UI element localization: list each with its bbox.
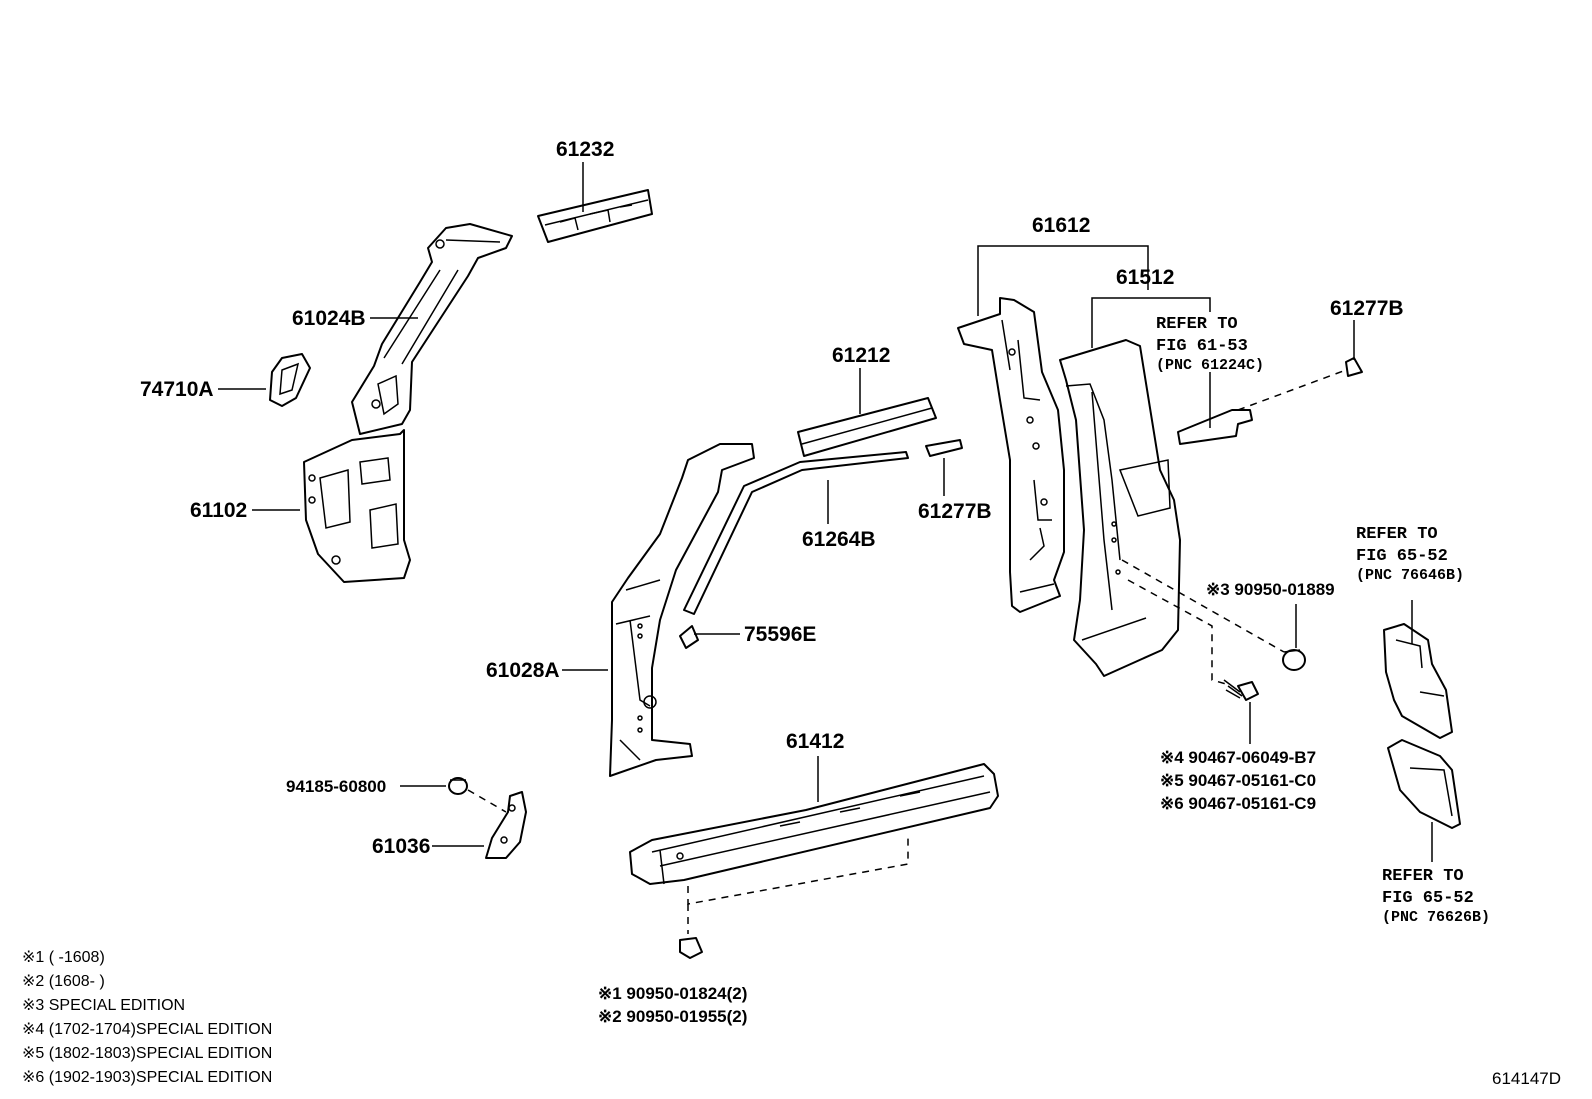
label-90467-05161-c0: ※5 90467-05161-C0 (1160, 771, 1316, 790)
label-74710a: 74710A (140, 378, 214, 401)
dash-plug-90950-01889 (1121, 559, 1285, 653)
refer-fig-65-52-b-drawing (1387, 739, 1461, 829)
dash-61277b-right (1237, 369, 1347, 411)
leader-61612 (977, 245, 1149, 316)
label-90950-01824: ※1 90950-01824(2) (598, 984, 747, 1003)
refer-65-52-b-line3: (PNC 76626B) (1382, 909, 1490, 926)
label-61036: 61036 (372, 835, 430, 858)
label-94185-60800: 94185-60800 (286, 777, 386, 796)
label-61264b: 61264B (802, 528, 876, 551)
refer-65-52-a-line1: REFER TO (1356, 525, 1438, 544)
refer-65-52-b-line1: REFER TO (1382, 867, 1464, 886)
refer-61-53-line2: FIG 61-53 (1156, 337, 1248, 356)
label-61277b-mid: 61277B (918, 500, 992, 523)
footnote-6: ※6 (1902-1903)SPECIAL EDITION (22, 1069, 272, 1086)
part-61277b-right-drawing (1345, 357, 1363, 377)
label-90950-01889: ※3 90950-01889 (1206, 580, 1335, 599)
dash-screw (1127, 579, 1227, 685)
footnote-3: ※3 SPECIAL EDITION (22, 997, 185, 1014)
footnote-5: ※5 (1802-1803)SPECIAL EDITION (22, 1045, 272, 1062)
part-61024b-drawing (351, 223, 513, 435)
refer-65-52-a-line3: (PNC 76646B) (1356, 567, 1464, 584)
refer-65-52-a-line2: FIG 65-52 (1356, 547, 1448, 566)
label-61612: 61612 (1032, 214, 1090, 237)
refer-fig-65-52-a-drawing (1383, 623, 1453, 739)
footnote-4: ※4 (1702-1704)SPECIAL EDITION (22, 1021, 272, 1038)
leader-61512 (1091, 297, 1211, 348)
refer-65-52-b-line2: FIG 65-52 (1382, 889, 1474, 908)
refer-fig-61-53-drawing (1177, 409, 1253, 445)
label-61102: 61102 (190, 499, 247, 522)
footnote-1: ※1 ( -1608) (22, 949, 105, 966)
label-61212: 61212 (832, 344, 890, 367)
label-61277b-right: 61277B (1330, 297, 1404, 320)
label-90950-01955: ※2 90950-01955(2) (598, 1007, 747, 1026)
label-75596e: 75596E (744, 623, 816, 646)
fastener-screw-drawing (1223, 679, 1259, 701)
fastener-90950-01889-drawing (1282, 649, 1306, 671)
part-75596e-drawing (679, 625, 699, 649)
label-61412: 61412 (786, 730, 844, 753)
label-61512: 61512 (1116, 266, 1174, 289)
label-61232: 61232 (556, 138, 614, 161)
part-61102-drawing (303, 429, 411, 583)
part-61028a-drawing (609, 443, 755, 777)
figure-id: 614147D (1492, 1069, 1561, 1088)
refer-61-53-line1: REFER TO (1156, 315, 1238, 334)
label-61028a: 61028A (486, 659, 560, 682)
footnotes: ※1 ( -1608) ※2 (1608- ) ※3 SPECIAL EDITI… (22, 949, 272, 1086)
part-61232-drawing (537, 189, 653, 243)
label-61024b: 61024B (292, 307, 366, 330)
part-94185-60800-drawing (448, 777, 468, 795)
refer-61-53-line3: (PNC 61224C) (1156, 357, 1264, 374)
part-61277b-mid-drawing (925, 439, 963, 457)
part-61036-drawing (485, 791, 527, 859)
dash-94185-61036 (467, 789, 507, 813)
label-90467-05161-c9: ※6 90467-05161-C9 (1160, 794, 1316, 813)
part-61212-drawing (797, 397, 937, 457)
part-74710a-drawing (269, 353, 311, 407)
part-61512-drawing (1059, 339, 1181, 677)
part-61612-drawing (957, 297, 1065, 613)
clip-90950-01824-drawing (679, 937, 703, 959)
part-61412-drawing (629, 763, 999, 885)
footnote-2: ※2 (1608- ) (22, 973, 105, 990)
label-90467-06049-b7: ※4 90467-06049-B7 (1160, 748, 1316, 767)
part-61264b-drawing (683, 451, 909, 615)
